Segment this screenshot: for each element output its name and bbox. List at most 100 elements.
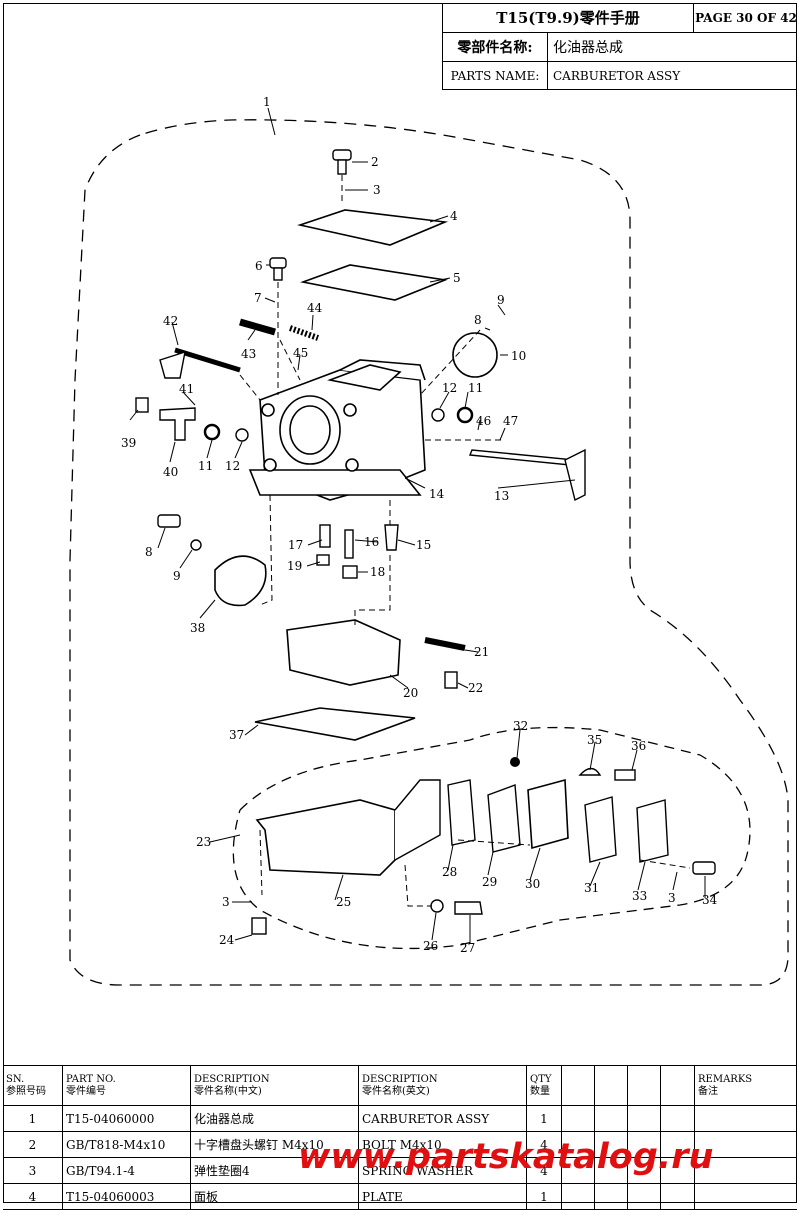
callout: 38 [190, 621, 205, 635]
callout: 18 [370, 565, 385, 579]
screw-22 [444, 671, 458, 689]
callout: 12 [442, 381, 457, 395]
gasket-5 [300, 264, 448, 301]
callout: 46 [476, 414, 491, 428]
cell-desc-cn: 化油器总成 [191, 1106, 359, 1131]
callout: 9 [173, 569, 181, 583]
cell-qty: 4 [527, 1132, 562, 1157]
callout: 34 [702, 893, 718, 907]
callout: 15 [416, 538, 431, 552]
washer-8-left [190, 539, 202, 551]
cell-desc-cn: 弹性垫圈4 [191, 1158, 359, 1183]
cell-qty: 4 [527, 1158, 562, 1183]
callout: 41 [179, 382, 194, 396]
callout: 12 [225, 459, 240, 473]
cell-desc-en: BOLT M4x10 [359, 1132, 527, 1157]
washer-12-right [431, 408, 445, 422]
choke-shaft-42 [174, 347, 241, 373]
cell-sn: 4 [3, 1184, 63, 1209]
callout: 16 [364, 535, 379, 549]
plate-33 [636, 799, 669, 863]
carburetor-body [248, 359, 426, 501]
plate-31 [584, 796, 617, 863]
cell-desc-cn: 十字槽盘头螺钉 M4x10 [191, 1132, 359, 1157]
callout: 17 [288, 538, 303, 552]
spring-44 [288, 325, 320, 341]
cell-sn: 1 [3, 1106, 63, 1131]
plate-38 [214, 555, 267, 607]
clip-11-right [456, 406, 474, 424]
callout: 10 [511, 349, 526, 363]
callout: 31 [584, 881, 599, 895]
lever-40 [159, 407, 196, 441]
screw-24 [251, 917, 267, 935]
callout-labels-secondary: 8 9 11 12 3 3 [145, 459, 676, 909]
clip-11-left [203, 423, 221, 441]
manual-title: T15(T9.9)零件手册 [496, 9, 640, 27]
cell-qty: 1 [527, 1106, 562, 1131]
callout-labels: 1 2 3 4 5 6 7 8 9 10 11 12 13 14 15 16 1… [121, 95, 718, 955]
page-number: PAGE 30 OF 42 [695, 10, 797, 25]
plate-29 [487, 784, 521, 853]
watermark: www.partskatalog.ru [298, 1137, 714, 1177]
callout: 44 [307, 301, 323, 315]
title-block: T15(T9.9)零件手册 PAGE 30 OF 42 零部件名称: 化油器总成… [442, 3, 797, 90]
gasket-37 [254, 707, 416, 741]
callout: 29 [482, 875, 497, 889]
callout: 39 [121, 436, 136, 450]
callout: 28 [442, 865, 457, 879]
callout: 1 [263, 95, 271, 109]
parts-name-cn-label: 零部件名称: [457, 40, 533, 56]
parts-name-en-value: CARBURETOR ASSY [553, 69, 681, 83]
plate-10 [452, 332, 498, 378]
throttle-lever-13 [469, 449, 577, 466]
callout: 6 [255, 259, 263, 273]
callout: 35 [587, 733, 602, 747]
callout: 21 [474, 645, 489, 659]
gasket-28 [447, 779, 476, 846]
callout: 22 [468, 681, 483, 695]
callout: 19 [287, 559, 302, 573]
carburetor-exploded-diagram: 1 2 3 4 5 6 7 8 9 10 11 12 13 14 15 16 1… [69, 95, 789, 986]
callout: 14 [429, 487, 445, 501]
callout: 11 [198, 459, 213, 473]
callout: 13 [494, 489, 509, 503]
screw-36 [614, 769, 636, 781]
callout: 23 [196, 835, 211, 849]
callout: 8 [474, 313, 482, 327]
callout: 25 [336, 895, 351, 909]
parts-name-en-label: PARTS NAME: [450, 69, 540, 83]
pin-21 [424, 637, 466, 651]
callout: 47 [503, 414, 518, 428]
callout: 33 [632, 889, 647, 903]
parts-name-cn-value: 化油器总成 [553, 40, 623, 56]
cell-sn: 2 [3, 1132, 63, 1157]
cell-part-number: GB/T94.1-4 [63, 1158, 191, 1183]
washer-26 [430, 899, 444, 913]
screw-39 [135, 397, 149, 413]
screw-34 [692, 861, 716, 875]
callout: 26 [423, 939, 438, 953]
callout: 45 [293, 346, 308, 360]
callout: 20 [403, 686, 418, 700]
cell-desc-en: CARBURETOR ASSY [359, 1106, 527, 1131]
callout: 7 [254, 291, 262, 305]
cell-part-number: GB/T818-M4x10 [63, 1132, 191, 1157]
callout: 3 [222, 895, 230, 909]
callout: 30 [525, 877, 540, 891]
gasket-4 [297, 209, 449, 246]
callout: 37 [229, 728, 244, 742]
callout: 27 [460, 941, 475, 955]
pump-30 [527, 778, 569, 850]
callout: 2 [371, 155, 379, 169]
jets-group [316, 524, 399, 579]
callout: 3 [373, 183, 381, 197]
callout: 32 [513, 719, 528, 733]
